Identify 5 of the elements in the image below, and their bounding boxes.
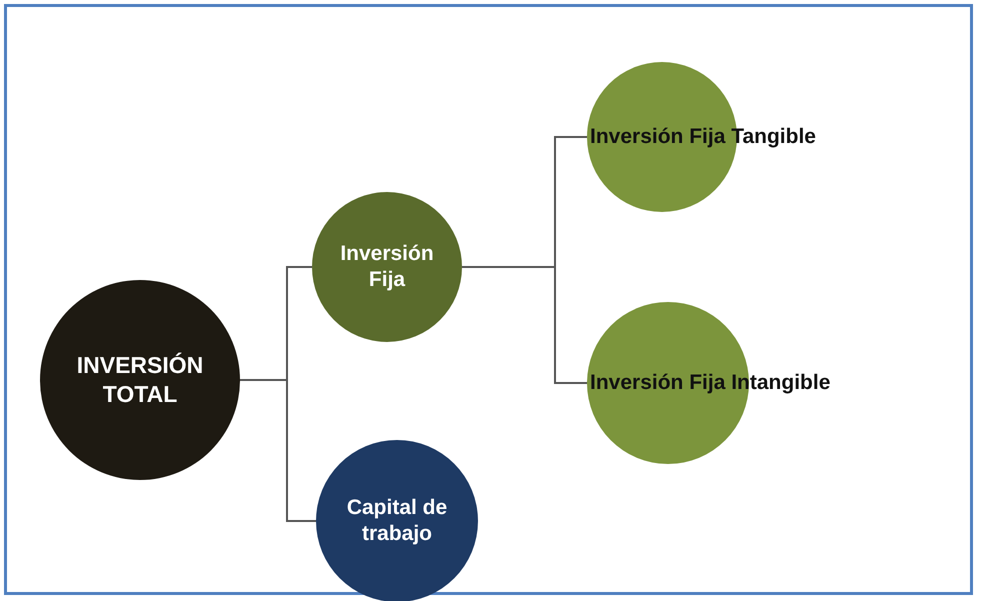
node-label: Capital de trabajo xyxy=(346,494,448,547)
circle-node xyxy=(312,192,462,342)
node-label: INVERSIÓN TOTAL xyxy=(76,351,204,409)
circle-node xyxy=(40,280,240,480)
node-label: Inversión Fija xyxy=(339,240,435,293)
